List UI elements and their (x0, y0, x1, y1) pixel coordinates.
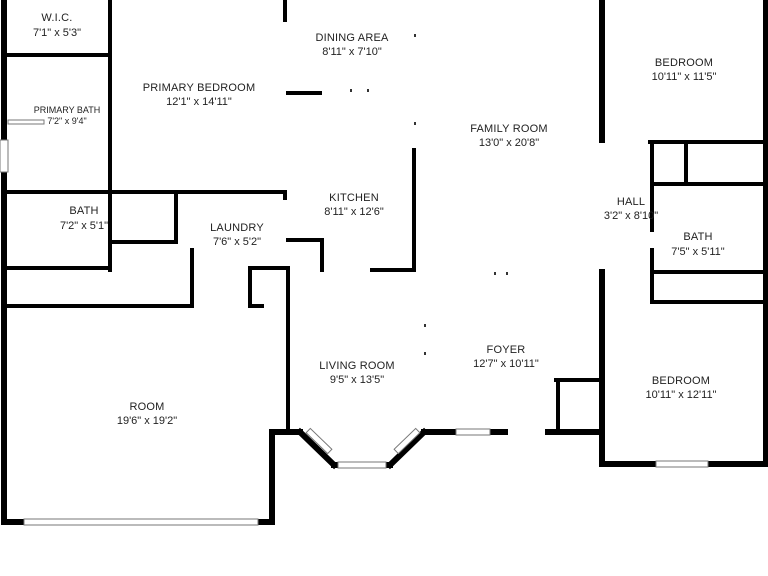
primary-bath-dims: 7'2" x 9'4" (47, 116, 86, 126)
walls (1, 0, 768, 525)
living-room-dims: 9'5" x 13'5" (330, 374, 384, 386)
dining-area-name: DINING AREA (315, 32, 389, 44)
hall-name: HALL (617, 196, 645, 208)
wic-dims: 7'1" x 5'3" (33, 27, 81, 39)
dimension-ticks (350, 34, 508, 355)
room-labels: W.I.C. 7'1" x 5'3" PRIMARY BEDROOM 12'1"… (33, 12, 725, 427)
primary-bedroom-name: PRIMARY BEDROOM (143, 82, 256, 94)
kitchen-dims: 8'11" x 12'6" (324, 206, 384, 218)
bath-2-name: BATH (683, 231, 712, 243)
bath-1-dims: 7'2" x 5'1" (60, 220, 108, 232)
bedroom-2-dims: 10'11" x 12'11" (646, 389, 717, 401)
family-room-dims: 13'0" x 20'8" (479, 137, 539, 149)
primary-bath-name: PRIMARY BATH (34, 105, 101, 115)
dining-area-dims: 8'11" x 7'10" (322, 46, 382, 58)
room-dims: 19'6" x 19'2" (117, 415, 177, 427)
bedroom-1-name: BEDROOM (655, 57, 713, 69)
bedroom-2-name: BEDROOM (652, 375, 710, 387)
wic-name: W.I.C. (41, 12, 72, 24)
laundry-name: LAUNDRY (210, 222, 264, 234)
bath-2-dims: 7'5" x 5'11" (671, 246, 724, 258)
windows (0, 119, 709, 526)
hall-dims: 3'2" x 8'10" (604, 210, 658, 222)
primary-bedroom-dims: 12'1" x 14'11" (166, 96, 232, 108)
foyer-name: FOYER (487, 344, 526, 356)
living-room-name: LIVING ROOM (319, 360, 395, 372)
family-room-name: FAMILY ROOM (470, 123, 548, 135)
kitchen-name: KITCHEN (329, 192, 379, 204)
laundry-dims: 7'6" x 5'2" (213, 236, 261, 248)
room-name: ROOM (129, 401, 164, 413)
foyer-dims: 12'7" x 10'11" (473, 358, 539, 370)
bedroom-1-dims: 10'11" x 11'5" (652, 71, 717, 83)
bath-1-name: BATH (69, 205, 98, 217)
